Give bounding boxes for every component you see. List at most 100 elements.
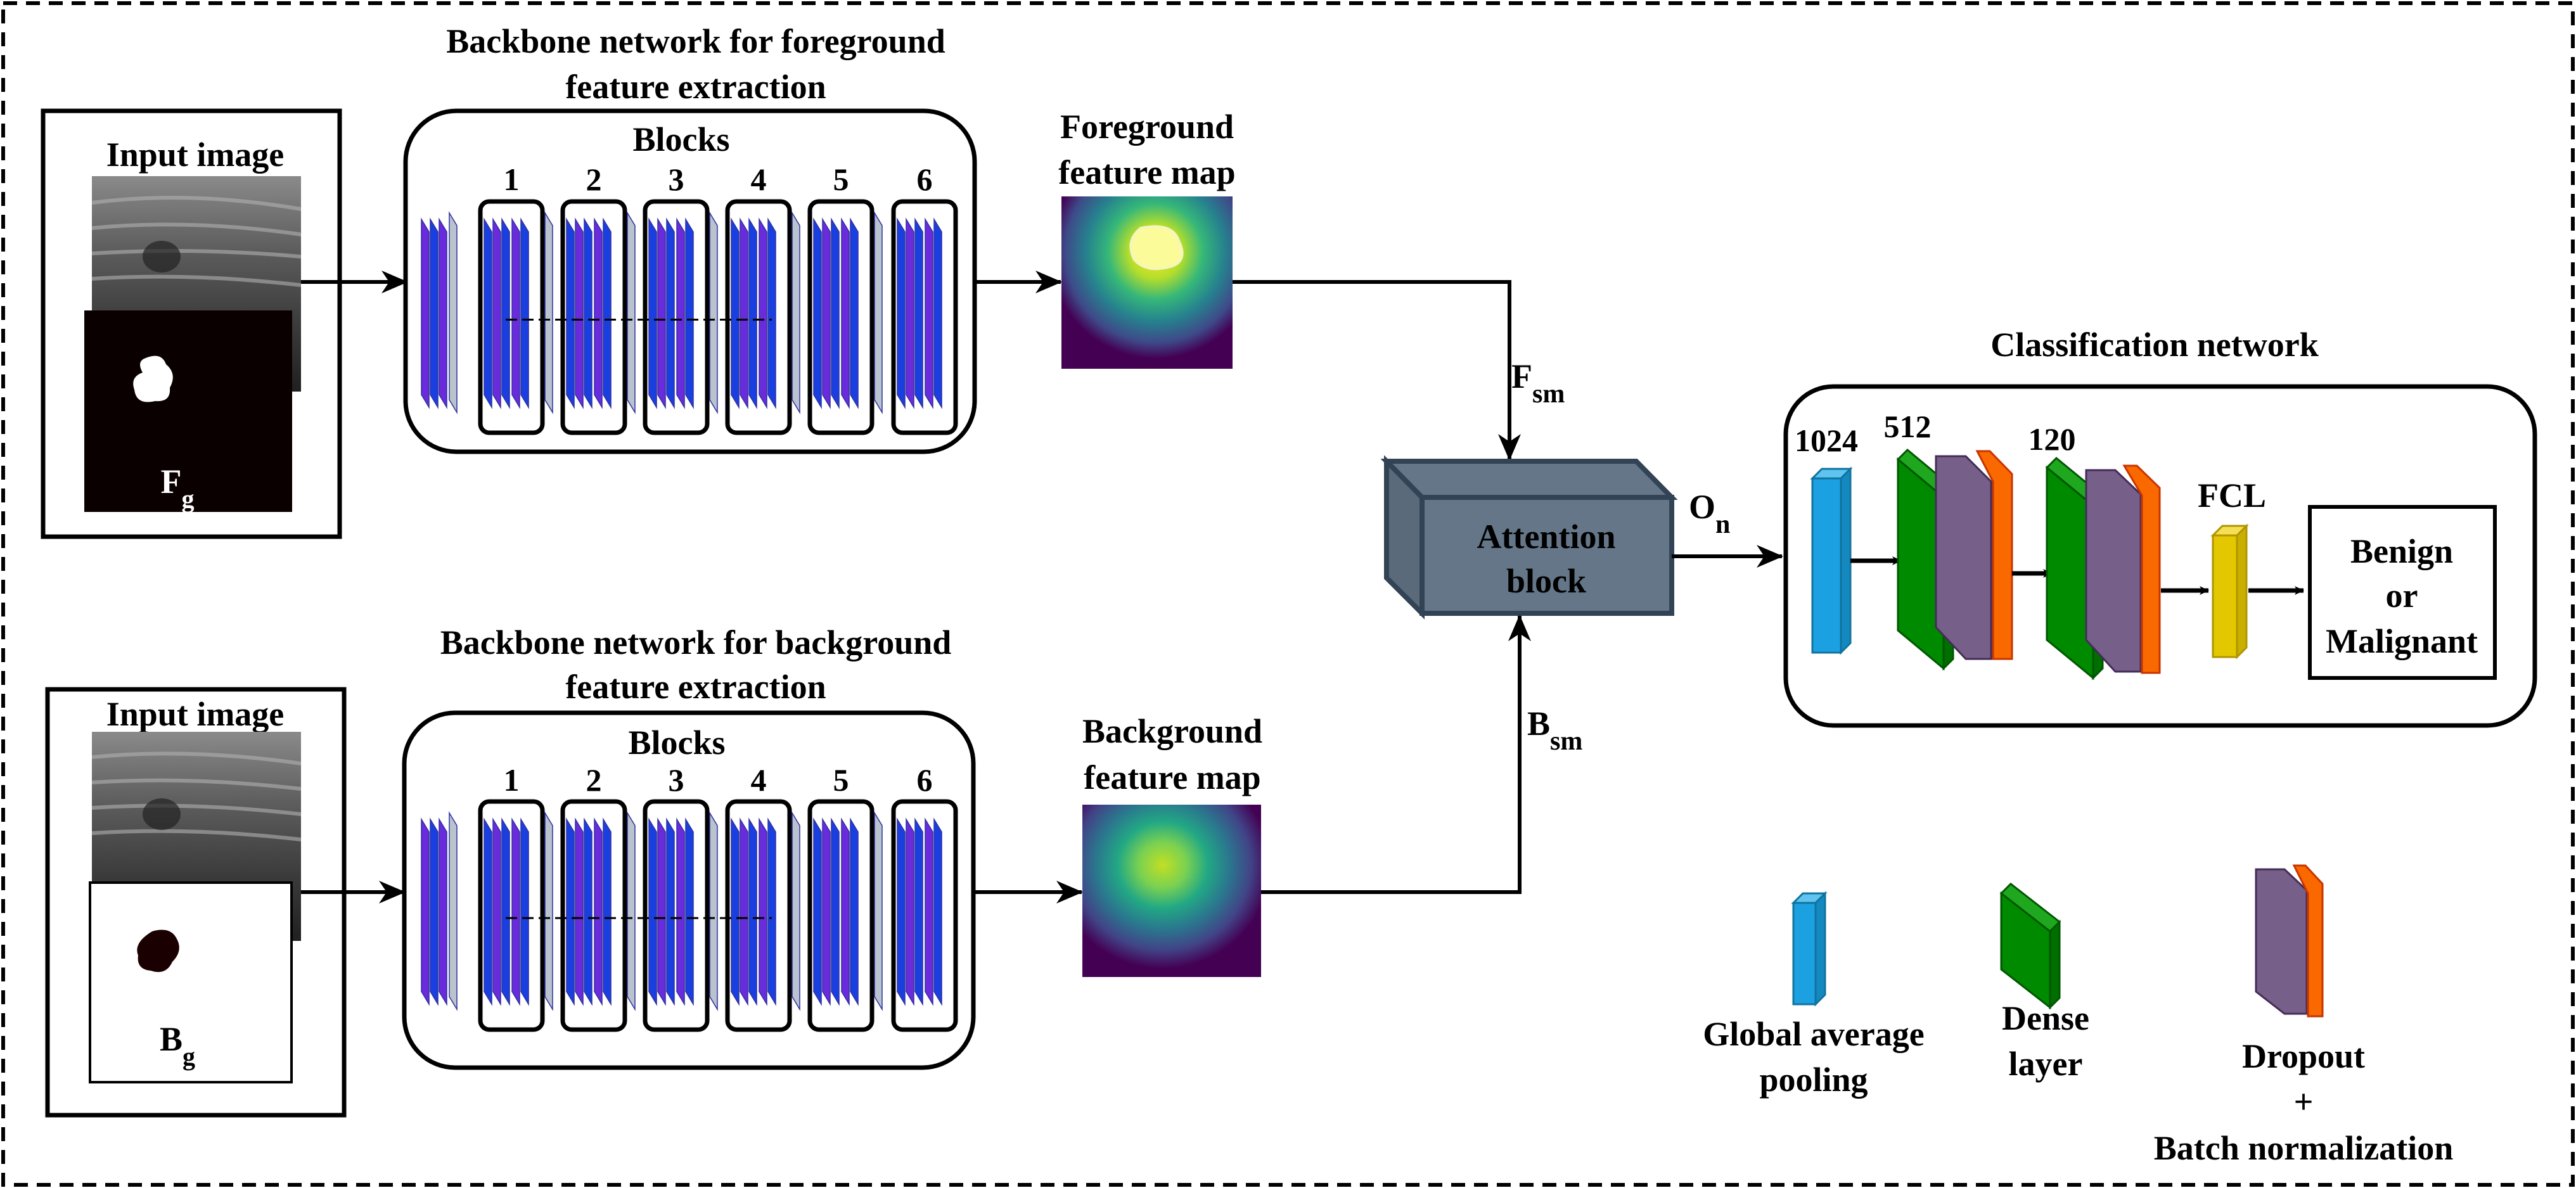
pool-layer: [791, 211, 800, 414]
pool-layer: [544, 811, 553, 1011]
bg-mask-image: [89, 881, 293, 1083]
conv-layer: [511, 817, 520, 1006]
conv-layer: [685, 217, 694, 409]
background-branch: Input image Bg Backbone network for back…: [45, 615, 1582, 1118]
conv-layer: [648, 217, 657, 409]
conv-layer: [933, 817, 942, 1006]
cls-dense1-units: 512: [1884, 409, 1932, 444]
attention-box-top: [1380, 459, 1678, 500]
conv-layer: [603, 217, 612, 409]
conv-layer: [748, 817, 757, 1006]
conv-layer: [850, 217, 859, 409]
bg-to-attention-arrow: [1261, 615, 1531, 894]
cls-bn-2: [2122, 464, 2161, 674]
conv-layer: [831, 217, 840, 409]
attention-box-front: [1419, 495, 1674, 616]
pool-layer: [791, 811, 800, 1011]
block-number-1: 1: [504, 162, 520, 197]
bg-output-label: Bsm: [1527, 705, 1582, 756]
pool-layer: [449, 211, 458, 414]
conv-block-1: [478, 199, 545, 435]
cls-fcl-layer: [2210, 523, 2249, 660]
conv-block-2: [560, 199, 627, 435]
bg-feature-map-title-line1: Background: [1082, 712, 1262, 750]
block-number-3: 3: [669, 762, 684, 798]
pool-layer: [627, 211, 636, 414]
block-number-4: 4: [751, 162, 767, 197]
fg-mask-label: Fg: [161, 463, 195, 513]
block-number-1: 1: [504, 762, 520, 798]
conv-layer: [731, 217, 740, 409]
legend: Global average pooling Dense layer Dropo…: [1703, 864, 2453, 1167]
conv-layer: [501, 817, 510, 1006]
legend-dropout-line1: Dropout: [2242, 1037, 2365, 1075]
conv-block-3: [643, 799, 710, 1032]
conv-block-4: [725, 799, 792, 1032]
conv-layer: [813, 217, 822, 409]
block-number-2: 2: [586, 162, 602, 197]
conv-layer: [439, 217, 447, 409]
conv-layer: [520, 217, 529, 409]
attention-label-line1: Attention: [1477, 518, 1616, 556]
conv-layer: [566, 817, 575, 1006]
block-number-5: 5: [833, 762, 849, 798]
attention-label-line2: block: [1506, 562, 1586, 600]
conv-layer: [492, 817, 501, 1006]
conv-layer: [925, 217, 933, 409]
cls-gap-units: 1024: [1795, 423, 1858, 458]
legend-dropout-line3: Batch normalization: [2154, 1129, 2453, 1167]
cls-output-box: [2308, 505, 2497, 680]
conv-layer: [897, 217, 906, 409]
classification-title: Classification network: [1990, 326, 2318, 364]
conv-layer: [575, 217, 584, 409]
conv-layer: [748, 217, 757, 409]
conv-block-1: [478, 799, 545, 1032]
block-number-2: 2: [586, 762, 602, 798]
conv-layer: [822, 817, 831, 1006]
cls-bn-1: [1975, 450, 2013, 660]
conv-layer: [430, 817, 439, 1006]
conv-block-5: [807, 199, 875, 435]
conv-layer: [666, 217, 675, 409]
pool-layer: [874, 211, 883, 414]
bg-backbone-title-line1: Backbone network for background: [440, 623, 952, 661]
cls-fcl-label: FCL: [2198, 476, 2266, 514]
block-number-4: 4: [751, 762, 767, 798]
fg-blocks-title: Blocks: [632, 120, 729, 158]
conv-layer: [914, 817, 923, 1006]
fg-input-title: Input image: [106, 136, 285, 174]
fg-feature-map: [1061, 196, 1233, 369]
fg-to-attention-arrow: [1233, 280, 1521, 461]
conv-layer: [657, 217, 666, 409]
conv-layer: [584, 817, 593, 1006]
conv-block-4: [725, 199, 792, 435]
conv-block-2: [560, 799, 627, 1032]
conv-layer: [657, 817, 666, 1006]
block-number-6: 6: [917, 162, 933, 197]
conv-layer: [767, 217, 776, 409]
fg-output-label: Fsm: [1511, 357, 1565, 409]
legend-dense-icon: [1999, 883, 2061, 1010]
cls-gap-layer: [1810, 466, 1853, 655]
conv-layer: [813, 817, 822, 1006]
bg-feature-map: [1082, 805, 1261, 977]
cls-output-line1: Benign: [2350, 532, 2453, 570]
bg-blocks-title: Blocks: [628, 724, 725, 762]
conv-layer: [841, 817, 850, 1006]
bg-feature-map-title-line2: feature map: [1084, 758, 1260, 796]
attention-output-label: On: [1689, 488, 1730, 539]
fg-feature-map-title-line1: Foreground: [1060, 108, 1234, 146]
conv-layer: [685, 817, 694, 1006]
conv-block-6: [891, 199, 958, 435]
bg-lesion-mask: [137, 929, 179, 973]
conv-layer: [520, 817, 529, 1006]
conv-layer: [648, 817, 657, 1006]
conv-layer: [914, 217, 923, 409]
conv-layer: [421, 817, 430, 1006]
fg-backbone-title-line1: Backbone network for foreground: [446, 22, 945, 60]
conv-layer: [906, 817, 914, 1006]
legend-dropout-bn-icon: [2255, 864, 2324, 1018]
classification-network: Classification network 1024 512: [1783, 326, 2537, 728]
